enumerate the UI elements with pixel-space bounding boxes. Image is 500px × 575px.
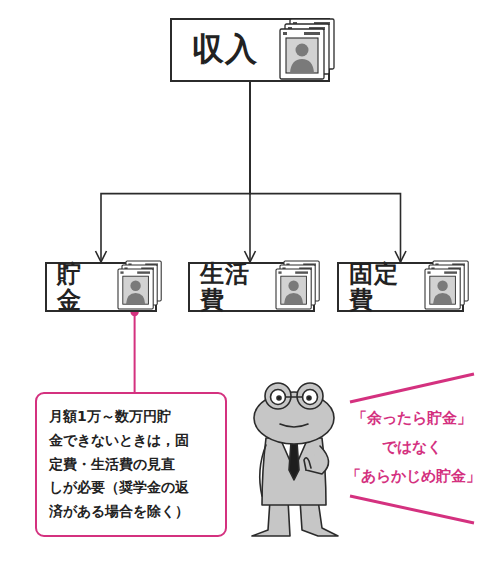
savings-box: 貯金	[45, 262, 157, 312]
branch-arrow	[249, 82, 251, 262]
frog-head	[254, 392, 334, 444]
node-text: 貯金	[57, 261, 105, 314]
node-text: 固定費	[349, 261, 418, 314]
glasses-bridge	[286, 396, 303, 398]
frog-pupil	[307, 396, 311, 400]
glasses	[303, 390, 318, 405]
branch-arrow	[250, 82, 401, 262]
frog-mouth	[280, 424, 308, 427]
emphasis-text: 「余ったら貯金」 ではなく 「あらかじめ貯金」	[346, 404, 478, 491]
frog-thumb	[304, 458, 311, 470]
money-icon	[118, 261, 161, 309]
frog-leg	[300, 500, 338, 536]
branch-arrow	[101, 82, 250, 262]
money-icon	[425, 261, 468, 309]
money-icon	[276, 261, 319, 309]
income-box: 収入	[170, 18, 330, 82]
money-icon	[280, 19, 334, 79]
frog-illustration	[252, 383, 338, 536]
frog-arm	[260, 445, 266, 496]
emphasis-line	[350, 374, 474, 402]
node-text: 月額1万～数万円貯 金できないときは，固 定費・生活費の見直 しが必要（奨学金の…	[49, 405, 213, 524]
frog-pupil	[277, 396, 281, 400]
frog-leg	[252, 500, 290, 536]
glasses	[271, 390, 286, 405]
leader-line	[134, 312, 136, 392]
frog-eye	[265, 383, 291, 409]
fixed-cost-box: 固定費	[337, 262, 464, 312]
frog-arm	[306, 446, 329, 474]
living-cost-box: 生活費	[188, 262, 315, 312]
emphasis-line	[350, 496, 474, 523]
frog-collar	[280, 438, 308, 470]
node-text: 収入	[192, 32, 258, 67]
frog-eye	[297, 383, 323, 409]
frog-tie	[289, 442, 299, 480]
node-text: 生活費	[200, 261, 269, 314]
note-callout: 月額1万～数万円貯 金できないときは，固 定費・生活費の見直 しが必要（奨学金の…	[35, 392, 227, 537]
frog-body	[262, 438, 326, 505]
